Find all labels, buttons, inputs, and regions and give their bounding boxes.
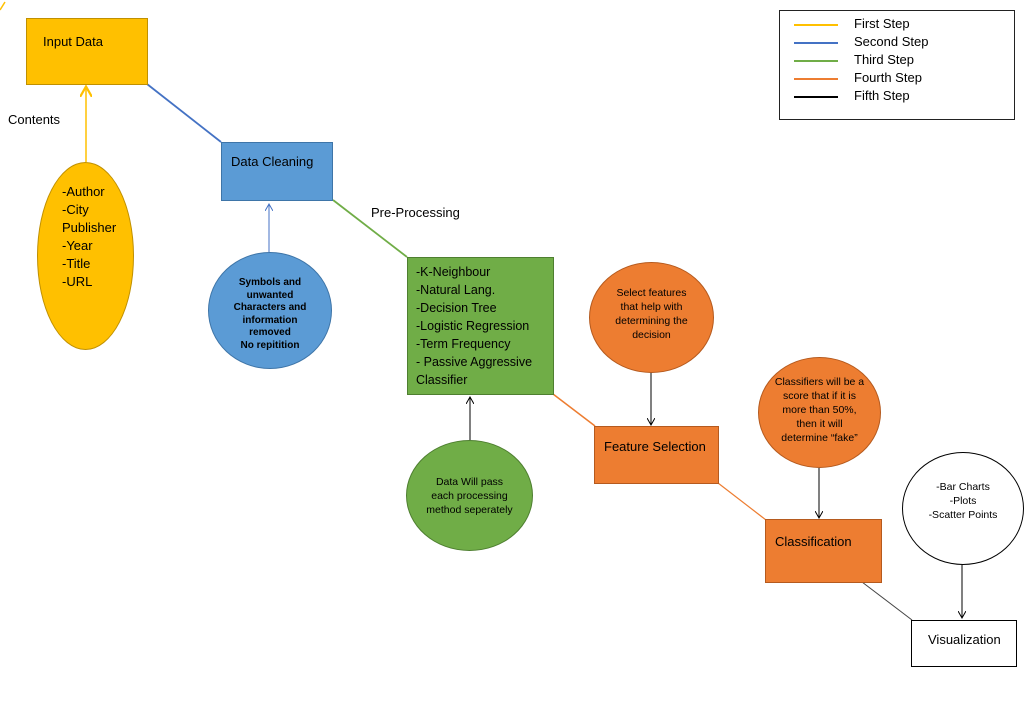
edge-classification-to-visualization — [861, 581, 913, 621]
classifier-note-line: score that if it is — [783, 389, 856, 402]
legend-swatch — [794, 60, 838, 62]
legend-label: Fourth Step — [854, 70, 922, 85]
legend-item: First Step — [794, 16, 1004, 34]
legend-item: Third Step — [794, 52, 1004, 70]
methods-note-line: each processing — [431, 489, 508, 502]
methods-list: -K-Neighbour -Natural Lang. -Decision Tr… — [416, 263, 532, 389]
legend-item: Fourth Step — [794, 70, 1004, 88]
cleaning-note-line: No repitition — [240, 339, 300, 351]
legend-label: Second Step — [854, 34, 929, 49]
methods-note-text: Data Will pass each processing method se… — [426, 475, 512, 517]
contents-item: -City — [62, 202, 89, 217]
method-item: -Decision Tree — [416, 301, 497, 315]
legend-label: First Step — [854, 16, 910, 31]
classifier-note-ellipse: Classifiers will be a score that if it i… — [758, 357, 881, 468]
legend-item: Fifth Step — [794, 88, 1004, 106]
visualization-label: Visualization — [928, 632, 1001, 647]
pre-processing-label: Pre-Processing — [371, 205, 460, 220]
input-data-label: Input Data — [43, 34, 103, 49]
methods-box: -K-Neighbour -Natural Lang. -Decision Tr… — [407, 257, 554, 395]
input-data-box: Input Data — [26, 18, 148, 85]
classifier-note-text: Classifiers will be a score that if it i… — [775, 375, 864, 445]
cleaning-note-line: unwanted — [246, 289, 294, 301]
cleaning-note-line: removed — [249, 327, 291, 338]
legend-swatch — [794, 42, 838, 44]
contents-item: Publisher — [62, 220, 117, 235]
viz-note-ellipse: -Bar Charts -Plots -Scatter Points — [902, 452, 1024, 565]
contents-item: -Year — [62, 238, 93, 253]
method-item: -Logistic Regression — [416, 319, 530, 333]
viz-note-line: -Bar Charts — [936, 480, 990, 493]
corner-tick — [0, 1, 6, 11]
contents-list: -Author -City Publisher -Year -Title -UR… — [62, 183, 116, 291]
methods-note-ellipse: Data Will pass each processing method se… — [406, 440, 533, 551]
method-item: -Natural Lang. — [416, 283, 496, 297]
method-item: -K-Neighbour — [416, 265, 491, 279]
method-item: - Passive Aggressive — [416, 355, 533, 369]
viz-note-line: -Plots — [949, 494, 977, 507]
classifier-note-line: more than 50%, — [782, 403, 857, 416]
data-cleaning-label: Data Cleaning — [231, 154, 314, 169]
feature-note-line: that help with — [620, 300, 683, 313]
feature-selection-box: Feature Selection — [594, 426, 719, 484]
feature-note-line: Select features — [616, 286, 687, 299]
cleaning-note-text: Symbols and unwanted Characters and info… — [234, 277, 307, 352]
classification-label: Classification — [775, 534, 852, 549]
classification-box: Classification — [765, 519, 882, 583]
method-item: Classifier — [416, 373, 468, 387]
feature-note-line: decision — [632, 328, 671, 341]
contents-item: -URL — [62, 274, 93, 289]
classifier-note-line: then it will — [796, 417, 843, 430]
visualization-box: Visualization — [911, 620, 1017, 667]
feature-note-text: Select features that help with determini… — [615, 286, 687, 342]
cleaning-note-line: Characters and — [233, 302, 307, 313]
viz-note-line: -Scatter Points — [928, 508, 998, 521]
legend-label: Fifth Step — [854, 88, 910, 103]
viz-note-text: -Bar Charts -Plots -Scatter Points — [929, 480, 998, 522]
legend-label: Third Step — [854, 52, 914, 67]
edge-cleaning-to-methods — [332, 199, 408, 258]
method-item: -Term Frequency — [416, 337, 511, 351]
cleaning-note-line: information — [242, 314, 298, 326]
edge-feature-to-classification — [717, 482, 767, 521]
legend-swatch — [794, 24, 838, 26]
data-cleaning-box: Data Cleaning — [221, 142, 333, 201]
classifier-note-line: determine “fake” — [781, 431, 858, 444]
legend-swatch — [794, 96, 838, 98]
contents-ellipse: -Author -City Publisher -Year -Title -UR… — [37, 162, 134, 350]
legend-swatch — [794, 78, 838, 80]
legend: First Step Second Step Third Step Fourth… — [779, 10, 1015, 120]
legend-item: Second Step — [794, 34, 1004, 52]
feature-note-ellipse: Select features that help with determini… — [589, 262, 714, 373]
contents-item: -Author — [62, 184, 105, 199]
edge-methods-to-feature — [552, 393, 596, 427]
contents-item: -Title — [62, 256, 91, 271]
classifier-note-line: Classifiers will be a — [774, 375, 865, 388]
methods-note-line: Data Will pass — [435, 475, 504, 488]
cleaning-note-line: Symbols and — [238, 277, 302, 288]
edge-input-to-cleaning — [146, 83, 222, 143]
contents-label: Contents — [8, 112, 61, 127]
feature-selection-label: Feature Selection — [604, 439, 706, 454]
feature-note-line: determining the — [615, 314, 688, 327]
methods-note-line: method seperately — [426, 503, 513, 516]
cleaning-note-ellipse: Symbols and unwanted Characters and info… — [208, 252, 332, 369]
